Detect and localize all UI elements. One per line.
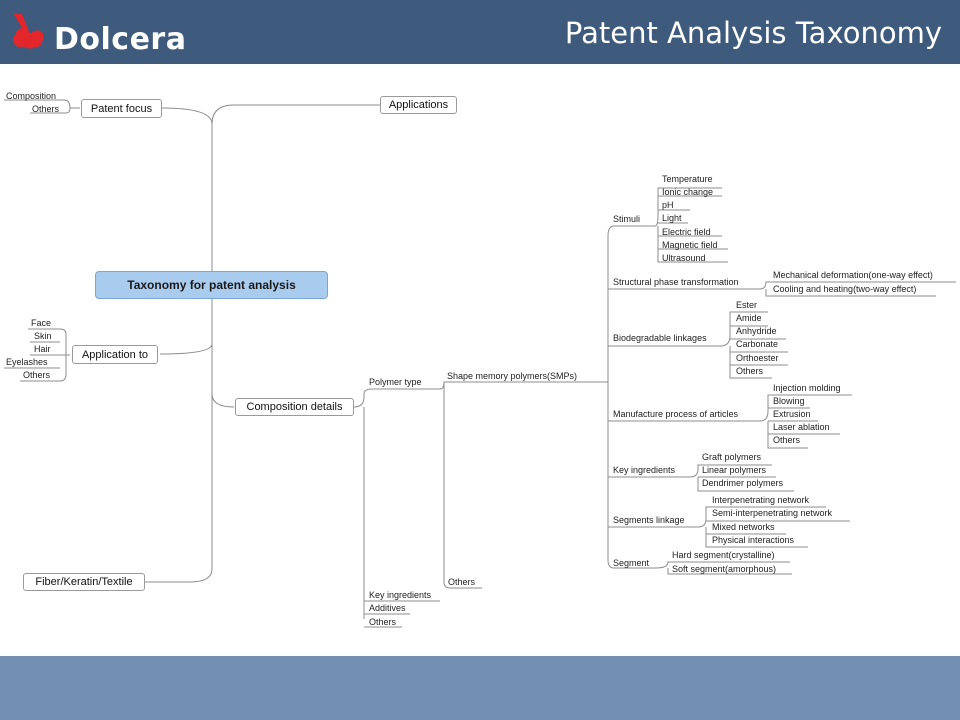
taxonomy-mindmap: Taxonomy for patent analysis Patent focu… bbox=[0, 64, 960, 656]
segments-physical-interactions: Physical interactions bbox=[712, 535, 795, 545]
applications-node[interactable]: Applications bbox=[380, 96, 457, 114]
polymer-type-label: Polymer type bbox=[369, 377, 422, 387]
brand-name: Dolcera bbox=[54, 22, 187, 57]
manufacture-extrusion: Extrusion bbox=[773, 409, 811, 419]
application-face: Face bbox=[31, 318, 52, 328]
structural-phase-label: Structural phase transformation bbox=[613, 277, 739, 287]
segments-mixed-networks: Mixed networks bbox=[712, 522, 775, 532]
application-skin: Skin bbox=[34, 331, 52, 341]
application-others: Others bbox=[23, 370, 51, 380]
manufacture-label: Manufacture process of articles bbox=[613, 409, 739, 419]
application-hair: Hair bbox=[34, 344, 51, 354]
segments-semi-interpenetrating: Semi-interpenetrating network bbox=[712, 508, 833, 518]
patent-focus-node[interactable]: Patent focus bbox=[81, 99, 162, 118]
dolcera-logo-icon bbox=[13, 14, 44, 49]
biodegradable-amide: Amide bbox=[736, 313, 762, 323]
manufacture-laser-ablation: Laser ablation bbox=[773, 422, 830, 432]
stimuli-magnetic-field: Magnetic field bbox=[662, 240, 718, 250]
segment-soft: Soft segment(amorphous) bbox=[672, 564, 777, 574]
taxonomy-root-node[interactable]: Taxonomy for patent analysis bbox=[95, 271, 328, 299]
biodegradable-label: Biodegradable linkages bbox=[613, 333, 707, 343]
composition-additives: Additives bbox=[369, 603, 406, 613]
stimuli-ionic-change: Ionic change bbox=[662, 187, 714, 197]
biodegradable-ester: Ester bbox=[736, 300, 758, 310]
manufacture-others: Others bbox=[773, 435, 801, 445]
header-bar: Dolcera Patent Analysis Taxonomy bbox=[0, 0, 960, 64]
manufacture-blowing: Blowing bbox=[773, 396, 805, 406]
key-ingredients-dendrimer: Dendrimer polymers bbox=[702, 478, 784, 488]
stimuli-electric-field: Electric field bbox=[662, 227, 711, 237]
segment-label: Segment bbox=[613, 558, 650, 568]
key-ingredients-label: Key ingredients bbox=[613, 465, 676, 475]
composition-details-node[interactable]: Composition details bbox=[235, 398, 354, 416]
structural-mechanical-deformation: Mechanical deformation(one-way effect) bbox=[773, 270, 933, 280]
stimuli-light: Light bbox=[662, 213, 682, 223]
biodegradable-anhydride: Anhydride bbox=[736, 326, 777, 336]
stimuli-label: Stimuli bbox=[613, 214, 641, 224]
smp-others-label: Others bbox=[448, 577, 476, 587]
brand-logo: Dolcera bbox=[8, 10, 198, 57]
patent-focus-others: Others bbox=[32, 104, 60, 114]
biodegradable-carbonate: Carbonate bbox=[736, 339, 779, 349]
manufacture-injection-molding: Injection molding bbox=[773, 383, 841, 393]
stimuli-ph: pH bbox=[662, 200, 674, 210]
composition-others: Others bbox=[369, 617, 397, 627]
fiber-keratin-textile-node[interactable]: Fiber/Keratin/Textile bbox=[23, 573, 145, 591]
application-to-node[interactable]: Application to bbox=[72, 345, 158, 364]
stimuli-ultrasound: Ultrasound bbox=[662, 253, 706, 263]
structural-cooling-heating: Cooling and heating(two-way effect) bbox=[773, 284, 917, 294]
connector-lines bbox=[4, 99, 956, 628]
segment-hard: Hard segment(crystalline) bbox=[672, 550, 775, 560]
application-eyelashes: Eyelashes bbox=[6, 357, 48, 367]
footer-bar bbox=[0, 656, 960, 720]
segments-linkage-label: Segments linkage bbox=[613, 515, 685, 525]
biodegradable-others: Others bbox=[736, 366, 764, 376]
page-title: Patent Analysis Taxonomy bbox=[564, 16, 942, 50]
composition-key-ingredients: Key ingredients bbox=[369, 590, 432, 600]
patent-focus-composition: Composition bbox=[6, 91, 57, 101]
key-ingredients-graft: Graft polymers bbox=[702, 452, 762, 462]
smp-label: Shape memory polymers(SMPs) bbox=[447, 371, 578, 381]
key-ingredients-linear: Linear polymers bbox=[702, 465, 767, 475]
biodegradable-orthoester: Orthoester bbox=[736, 353, 779, 363]
segments-interpenetrating: Interpenetrating network bbox=[712, 495, 810, 505]
stimuli-temperature: Temperature bbox=[662, 174, 713, 184]
